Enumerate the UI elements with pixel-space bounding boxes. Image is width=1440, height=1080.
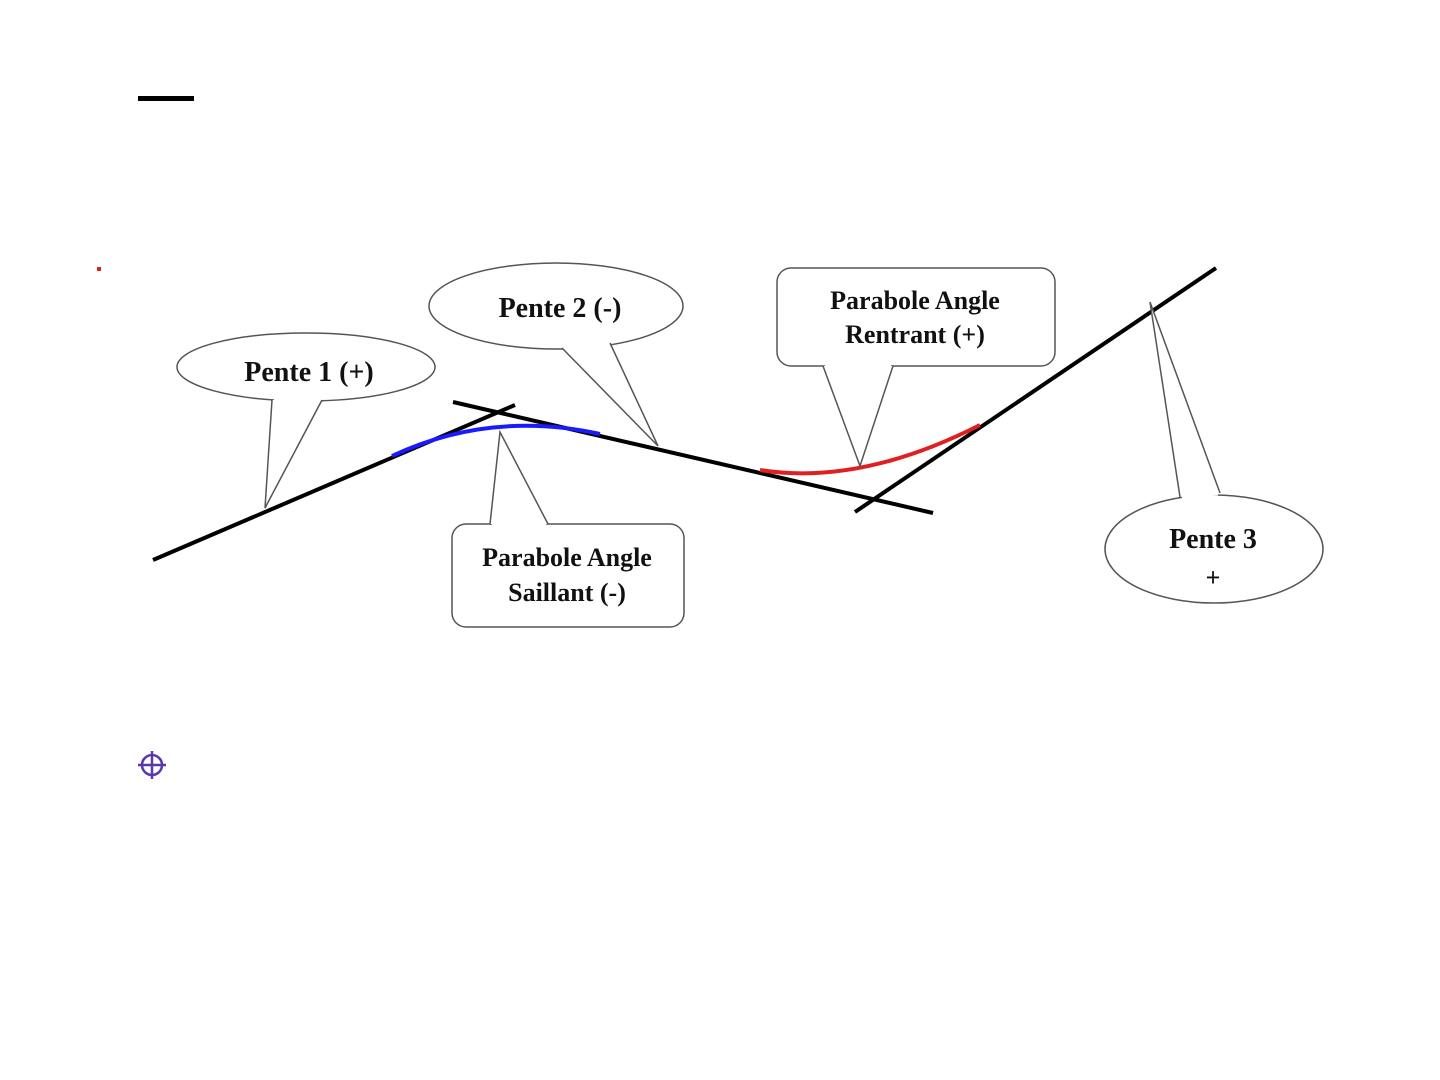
callout-parabole-rentrant: Parabole Angle Rentrant (+) <box>777 268 1055 466</box>
callout-pente-3: Pente 3 + <box>1105 302 1323 603</box>
rentrant-label-line-1: Parabole Angle <box>830 286 1000 315</box>
rentrant-label-line-2: Rentrant (+) <box>845 320 985 349</box>
pente-1-label: Pente 1 (+) <box>244 357 373 388</box>
saillant-label-line-1: Parabole Angle <box>482 543 652 572</box>
pente-2-label: Pente 2 (-) <box>499 293 622 324</box>
pente-3-label: Pente 3 <box>1169 524 1257 555</box>
callout-pente-1: Pente 1 (+) <box>177 333 435 508</box>
saillant-label-line-2: Saillant (-) <box>508 578 626 607</box>
parabola-saillant-curve <box>392 426 600 456</box>
crosshair-icon[interactable] <box>137 750 167 780</box>
callout-parabole-saillant: Parabole Angle Saillant (-) <box>452 432 684 627</box>
pente-3-sign: + <box>1206 563 1221 592</box>
callout-pente-2: Pente 2 (-) <box>429 263 683 446</box>
